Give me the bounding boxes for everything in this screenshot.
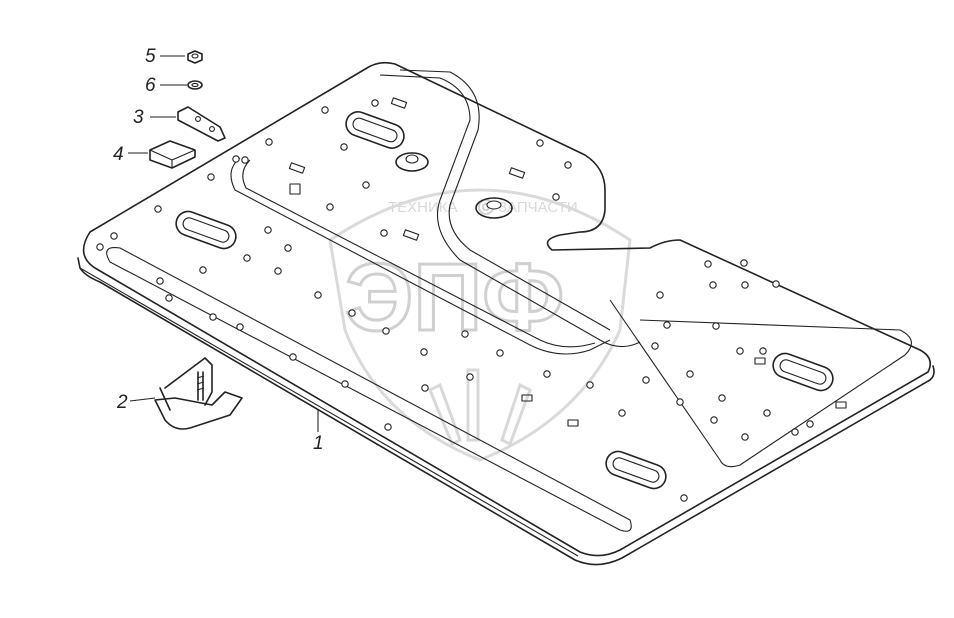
mounting-plate	[77, 61, 935, 566]
callout-2: 2	[116, 392, 128, 413]
leader-lines	[128, 55, 319, 432]
plate-rail-front	[106, 247, 632, 532]
strap-plate	[177, 106, 226, 142]
pad	[149, 140, 196, 169]
plate-round-holes	[96, 99, 814, 502]
watermark-text-left: ТЕХНИКА	[388, 199, 458, 216]
plate-bead	[230, 157, 611, 355]
plate-slot-left	[175, 210, 237, 250]
plate-thickness-edge	[77, 257, 935, 566]
watermark: ЭПФ ТЕХНИКА ЗАПЧАСТИ	[328, 188, 632, 462]
plate-bead-2	[242, 159, 596, 348]
leader-2	[129, 397, 156, 402]
plate-outline	[82, 61, 931, 557]
watermark-text-right: ЗАПЧАСТИ	[498, 199, 578, 216]
callout-6: 6	[145, 75, 156, 96]
plate-rect-holes	[288, 97, 847, 427]
plate-slot-top	[345, 111, 405, 149]
callout-3: 3	[133, 107, 144, 128]
callout-4: 4	[113, 144, 124, 165]
washer	[187, 80, 203, 90]
plate-rail-inner	[399, 69, 611, 331]
watermark-tools-icon	[428, 368, 532, 447]
plate-boss-2	[475, 197, 513, 219]
plate-rail-top	[379, 74, 641, 348]
plate-slot-right	[772, 352, 834, 392]
plate-bottom-edge	[79, 267, 579, 557]
plate-boss-1	[395, 152, 429, 172]
plate-slot-bottom	[605, 450, 667, 490]
callouts: 5 6 3 4 2 1	[113, 46, 324, 454]
watermark-shield	[328, 188, 632, 462]
nut	[187, 50, 203, 64]
callout-1: 1	[313, 433, 324, 454]
callout-5: 5	[145, 46, 156, 67]
plate-rail-right	[609, 299, 912, 468]
bracket-with-stud	[154, 357, 243, 430]
